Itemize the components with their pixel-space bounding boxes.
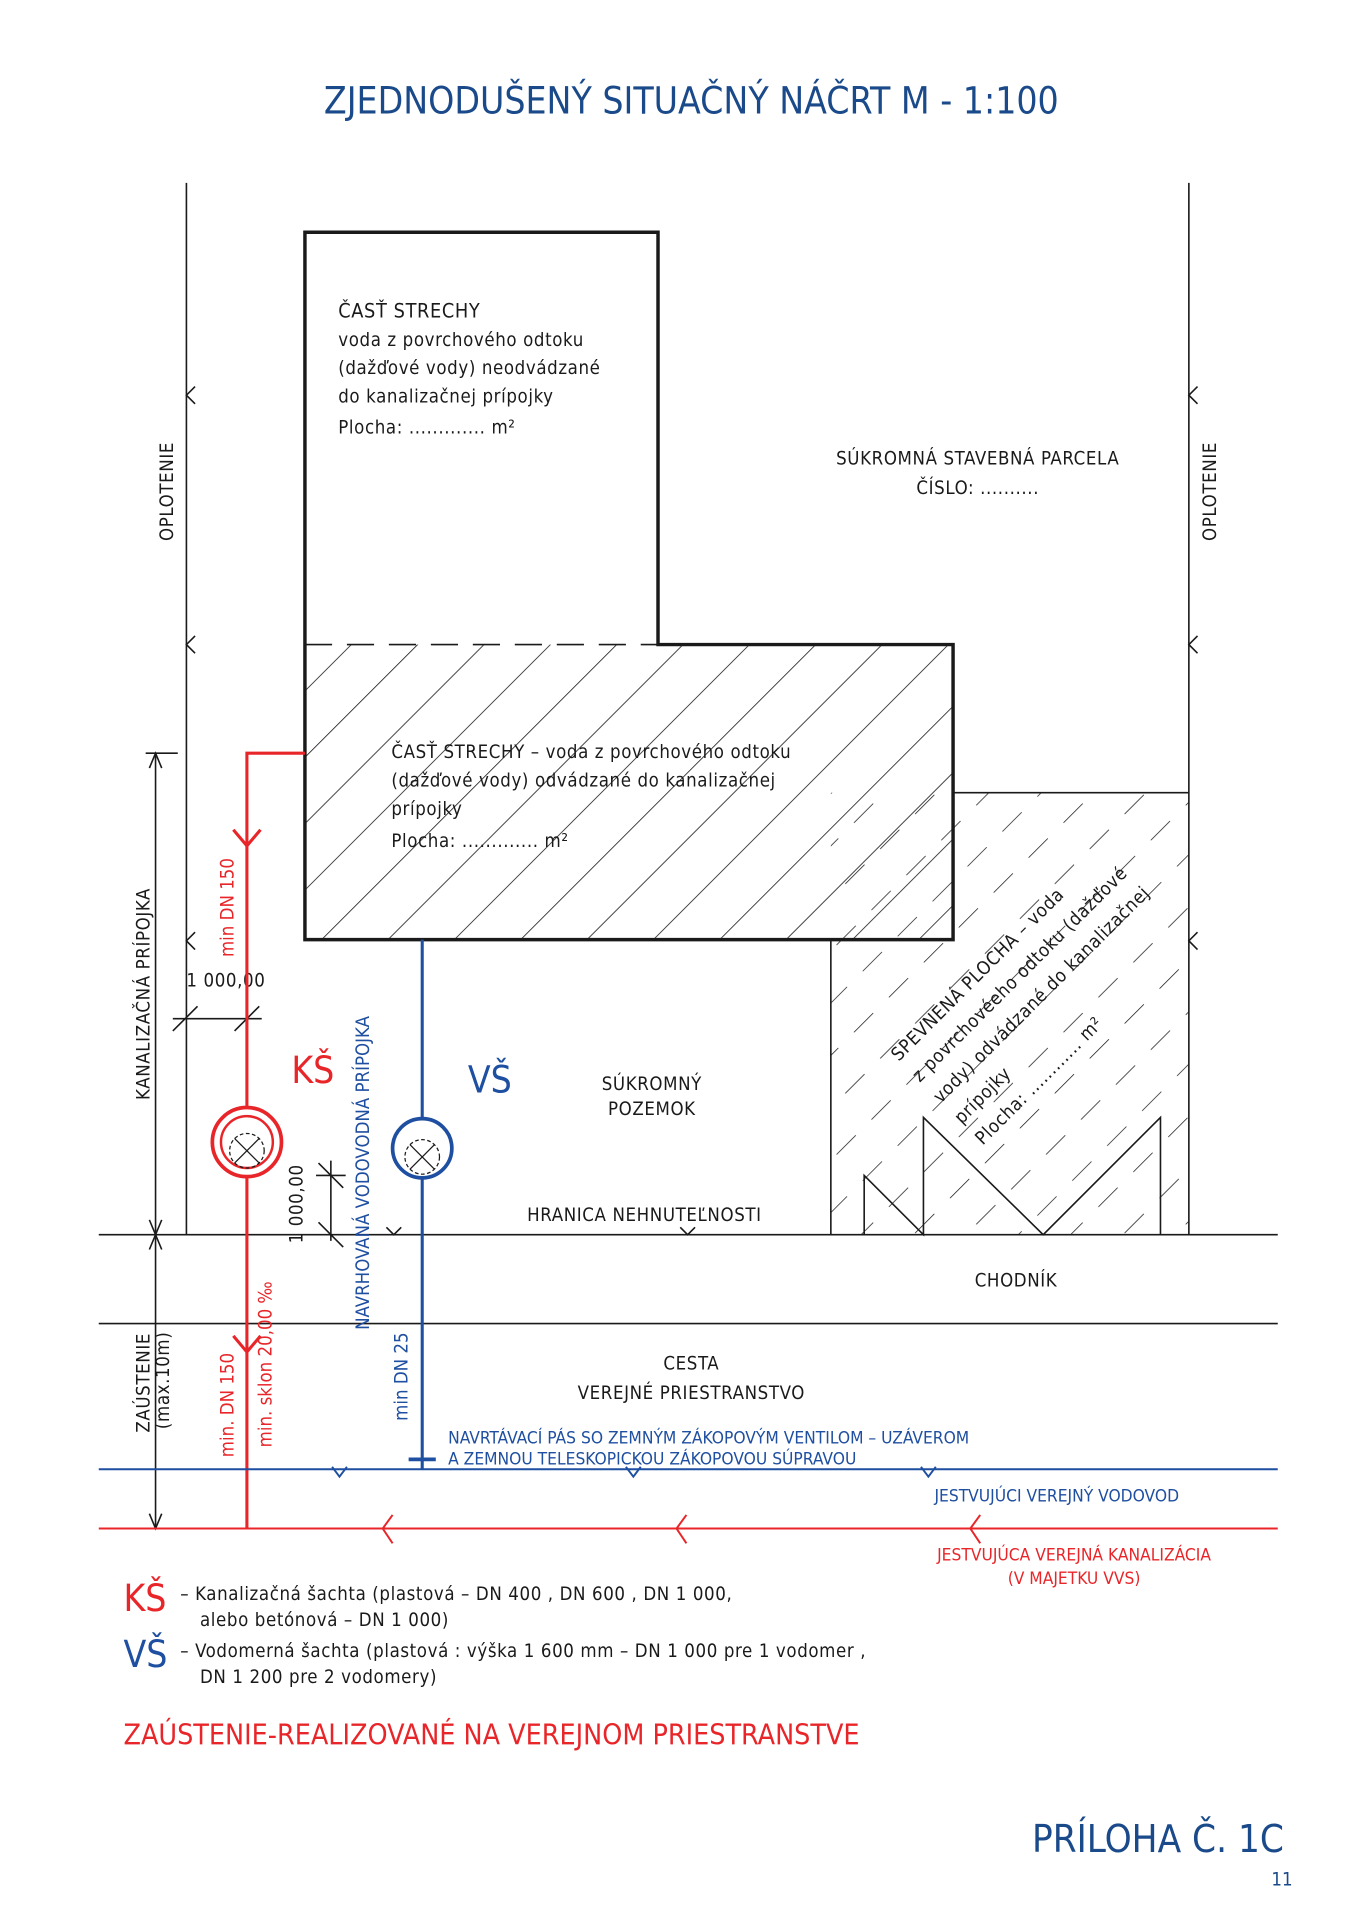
dimension-lines (145, 751, 346, 1531)
fence-label-right: OPLOTENIE (1200, 442, 1221, 541)
fence-left (185, 182, 196, 1235)
tapping-note-line: A ZEMNOU TELESKOPICKOU ZÁKOPOVOU SÚPRAVO… (448, 1447, 856, 1469)
min-dn150-top: min DN 150 (217, 858, 238, 957)
private-land-label: SÚKROMNÝ (602, 1073, 702, 1095)
roof-unconnected-area: Plocha: ............. m² (338, 417, 515, 438)
roof-connected-area: Plocha: ............. m² (391, 831, 568, 852)
roof-unconnected-line: voda z povrchového odtoku (338, 330, 584, 351)
legend-ks-symbol: KŠ (123, 1576, 166, 1620)
area-labels: SÚKROMNÝ POZEMOK HRANICA NEHNUTEĽNOSTI C… (527, 1073, 1058, 1404)
private-land-label: POZEMOK (608, 1099, 696, 1120)
legend-vs-symbol: VŠ (123, 1632, 167, 1676)
sewer-connection-pipe (232, 751, 305, 1529)
min-dn150-bottom: min. DN 150 (217, 1353, 238, 1457)
roof-connected-text: ČASŤ STRECHY – voda z povrchového odtoku… (391, 741, 791, 852)
legend-ks-text: alebo betónová – DN 1 000) (200, 1610, 449, 1631)
parcel-title: SÚKROMNÁ STAVEBNÁ PARCELA (836, 447, 1119, 469)
tapping-note: NAVRTÁVACÍ PÁS SO ZEMNÝM ZÁKOPOVÝM VENTI… (448, 1426, 969, 1469)
water-main (98, 1466, 1278, 1479)
parcel-number: ČÍSLO: .......... (916, 477, 1039, 499)
legend-vs-text: DN 1 200 pre 2 vodomery) (200, 1667, 437, 1688)
outfall-note: ZAÚSTENIE-REALIZOVANÉ NA VEREJNOM PRIEST… (123, 1718, 859, 1752)
roof-unconnected-heading: ČASŤ STRECHY (338, 298, 480, 322)
dimension-horizontal: 1 000,00 (186, 971, 265, 992)
appendix-label: PRÍLOHA Č. 1C (1032, 1815, 1284, 1862)
water-connection-label: NAVRHOVANÁ VODOVODNÁ PRÍPOJKA (352, 1015, 374, 1330)
road-label: CESTA (663, 1353, 719, 1374)
dimension-vertical: 1 000,00 (286, 1164, 307, 1243)
sewer-connection-label: KANALIZAČNÁ PRÍPOJKA (132, 888, 154, 1100)
property-border-label: HRANICA NEHNUTEĽNOSTI (527, 1205, 762, 1226)
legend: KŠ – Kanalizačná šachta (plastová – DN 4… (123, 1576, 866, 1688)
ground-lines (98, 1226, 1278, 1325)
tapping-note-line: NAVRTÁVACÍ PÁS SO ZEMNÝM ZÁKOPOVÝM VENTI… (448, 1426, 969, 1448)
roof-unconnected-line: do kanalizačnej prípojky (338, 387, 553, 408)
sewer-main-owner: (V MAJETKU VVS) (1008, 1569, 1141, 1589)
sewer-main-label: JESTVUJÚCA VEREJNÁ KANALIZÁCIA (936, 1544, 1211, 1566)
public-space-label: VEREJNÉ PRIESTRANSTVO (578, 1382, 805, 1404)
roof-connected-line: ČASŤ STRECHY – voda z povrchového odtoku (391, 741, 791, 763)
legend-ks-text: – Kanalizačná šachta (plastová – DN 400 … (180, 1584, 732, 1605)
legend-vs-text: – Vodomerná šachta (plastová : výška 1 6… (180, 1641, 866, 1662)
fence-right (1187, 182, 1199, 1235)
water-connection-pipe (408, 939, 436, 1470)
ks-label: KŠ (291, 1048, 334, 1092)
min-slope: min. sklon 20,00 ‰ (256, 1281, 277, 1447)
fence-label-left: OPLOTENIE (157, 442, 178, 541)
page-number: 11 (1271, 1869, 1292, 1890)
water-main-label: JESTVUJÚCI VEREJNÝ VODOVOD (933, 1484, 1179, 1506)
roof-connected-line: (dažďové vody) odvádzané do kanalizačnej (391, 771, 775, 792)
building (303, 230, 955, 942)
vs-label: VŠ (468, 1058, 512, 1102)
water-meter-manhole-icon (390, 1116, 454, 1180)
sidewalk-label: CHODNÍK (975, 1270, 1058, 1292)
outfall-max-label: (max.10m) (153, 1332, 174, 1429)
outfall-label: ZAÚSTENIE (132, 1333, 154, 1433)
roof-unconnected-line: (dažďové vody) neodvádzané (338, 358, 600, 379)
roof-unconnected-text: ČASŤ STRECHY voda z povrchového odtoku (… (338, 298, 600, 438)
min-dn25: min DN 25 (391, 1332, 412, 1420)
sewer-manhole-icon (210, 1105, 284, 1179)
roof-connected-line: prípojky (391, 799, 462, 820)
parcel-label: SÚKROMNÁ STAVEBNÁ PARCELA ČÍSLO: .......… (836, 447, 1119, 499)
page-title: ZJEDNODUŠENÝ SITUAČNÝ NÁČRT M - 1:100 (324, 79, 1059, 123)
sewer-main (98, 1514, 1278, 1544)
